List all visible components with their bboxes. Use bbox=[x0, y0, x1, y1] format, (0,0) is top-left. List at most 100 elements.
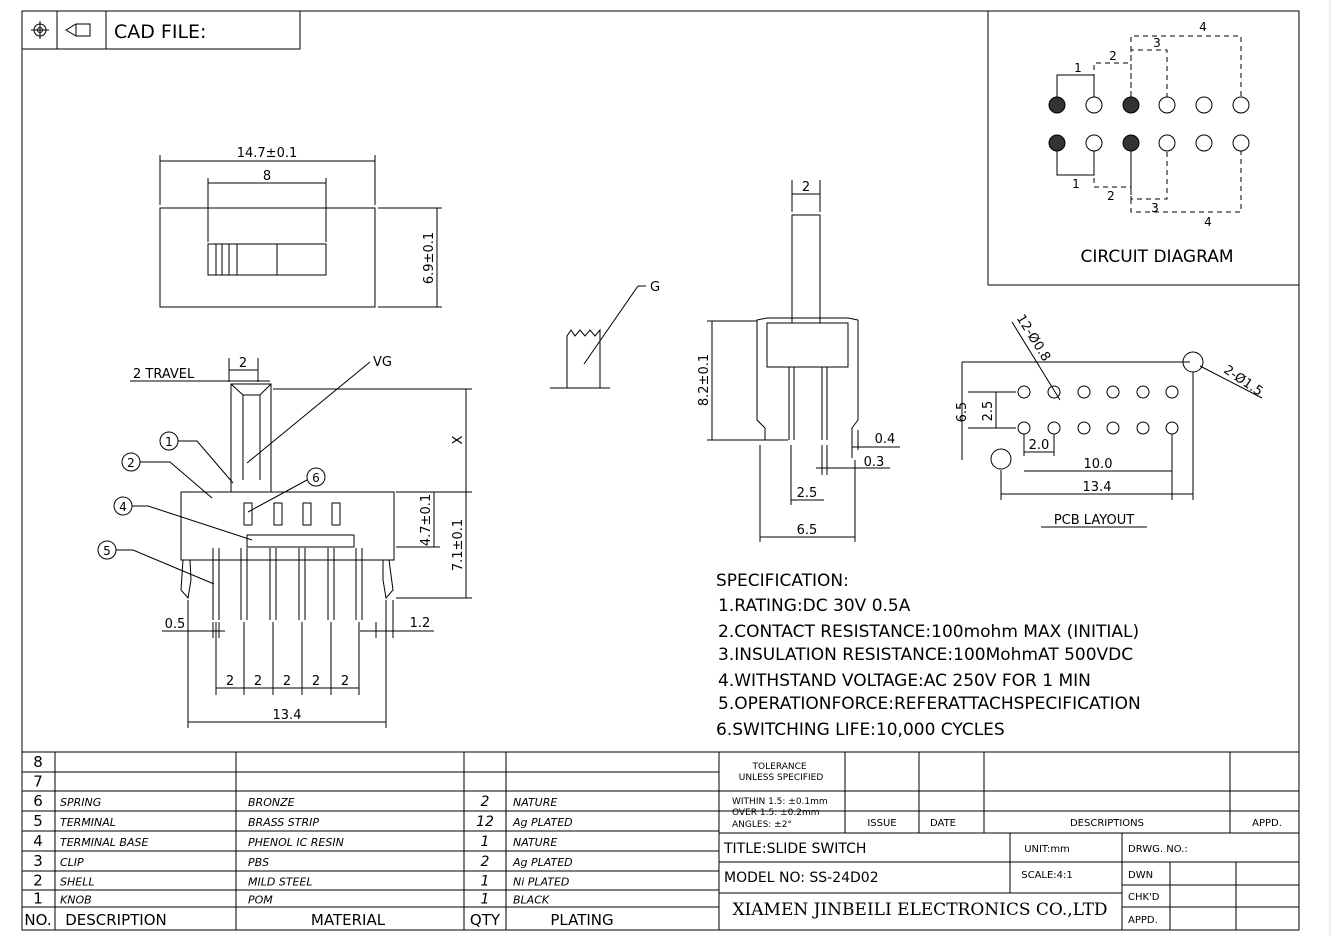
pitch-dim: 2 bbox=[341, 674, 349, 689]
tolerance-line: OVER 1.5: ±0.2mm bbox=[732, 808, 819, 818]
g-label: G bbox=[650, 280, 660, 295]
pcb-dim-10-0: 10.0 bbox=[1084, 457, 1113, 472]
title-block: TOLERANCE UNLESS SPECIFIED WITHIN 1.5: ±… bbox=[719, 752, 1299, 930]
bom-cell-desc: SPRING bbox=[60, 796, 101, 809]
bom-cell-material: PBS bbox=[248, 856, 269, 869]
tolerance-title: TOLERANCE UNLESS SPECIFIED bbox=[739, 762, 824, 783]
spec-item: 1.RATING:DC 30V 0.5A bbox=[718, 596, 911, 616]
travel-dim: 2 bbox=[239, 356, 247, 371]
pcb-holes-top bbox=[1017, 385, 1179, 399]
pcb-dim-2-0: 2.0 bbox=[1029, 438, 1050, 453]
pcb-dim-6-5: 6.5 bbox=[955, 402, 970, 423]
pcb-hole bbox=[1047, 421, 1061, 435]
scale-label: SCALE:4:1 bbox=[1021, 870, 1073, 881]
bom-cell-desc: CLIP bbox=[60, 856, 84, 869]
pole-label: 1 bbox=[1074, 61, 1082, 75]
cad-file-label: CAD FILE: bbox=[114, 21, 206, 43]
circuit-terminal bbox=[1158, 134, 1176, 152]
bom-cell-qty: 12 bbox=[476, 814, 494, 830]
pcb-dim-2-5: 2.5 bbox=[981, 401, 996, 422]
pcb-layout: 12-Ø0.8 2-Ø1.5 6.5 2.5 2.0 10.0 13.4 PCB… bbox=[955, 312, 1265, 528]
pcb-hole bbox=[1106, 421, 1120, 435]
pcb-hole bbox=[1165, 385, 1179, 399]
chkd-label: CHK'D bbox=[1128, 892, 1160, 903]
bom-cell-desc: SHELL bbox=[60, 876, 94, 889]
bom-cell-material: POM bbox=[248, 894, 273, 907]
circuit-diagram: 1 2 3 4 1 2 3 4 CIRCUIT DIAGRAM bbox=[987, 11, 1299, 286]
pcb-title: PCB LAYOUT bbox=[1054, 513, 1134, 528]
callout-4-text: 4 bbox=[119, 500, 127, 514]
spec-item: 4.WITHSTAND VOLTAGE:AC 250V FOR 1 MIN bbox=[718, 671, 1091, 691]
travel-label: 2 TRAVEL bbox=[133, 367, 195, 382]
cad-header: CAD FILE: bbox=[21, 10, 301, 50]
bom-cell-plating: Ni PLATED bbox=[513, 876, 569, 889]
pcb-hole bbox=[1047, 385, 1061, 399]
mount-dim-label: 2-Ø1.5 bbox=[1221, 363, 1266, 400]
bom-cell-plating: NATURE bbox=[513, 836, 557, 849]
callout-1-text: 1 bbox=[165, 435, 173, 449]
side-dim-0-3: 0.3 bbox=[864, 455, 885, 470]
pcb-hole bbox=[1165, 421, 1179, 435]
bom-cell-no: 2 bbox=[33, 872, 43, 890]
pitch-dim: 2 bbox=[283, 674, 291, 689]
appd2-label: APPD. bbox=[1128, 915, 1158, 926]
x-dim-label: X bbox=[451, 435, 466, 444]
callout-6 bbox=[306, 467, 326, 487]
projection-cone-icon bbox=[65, 23, 91, 37]
sheet-border bbox=[21, 10, 1300, 931]
bom-cell-desc: TERMINAL BASE bbox=[60, 836, 148, 849]
tolerance-title-1: TOLERANCE bbox=[752, 762, 807, 772]
spec-item: 6.SWITCHING LIFE:10,000 CYCLES bbox=[716, 720, 1005, 740]
side-view: 2 8.2±0.1 0.4 0.3 2.5 6.5 bbox=[697, 180, 900, 542]
side-dim-2-5: 2.5 bbox=[797, 486, 818, 501]
side-height-dim: 8.2±0.1 bbox=[697, 354, 712, 406]
pitch-dim: 2 bbox=[226, 674, 234, 689]
circuit-terminal bbox=[1085, 134, 1103, 152]
date-label: DATE bbox=[930, 818, 956, 829]
tolerance-title-2: UNLESS SPECIFIED bbox=[739, 773, 824, 783]
bom-cell-plating: BLACK bbox=[513, 894, 550, 907]
side-top-dim: 2 bbox=[802, 180, 810, 195]
bom-cell-no: 6 bbox=[33, 792, 43, 810]
g-detail: G bbox=[550, 280, 660, 389]
dim-4-7: 4.7±0.1 bbox=[419, 494, 434, 546]
drwg-no-label: DRWG. NO.: bbox=[1128, 844, 1188, 855]
bom-header-desc: DESCRIPTION bbox=[65, 911, 167, 929]
bom-cell-no: 7 bbox=[33, 773, 43, 791]
circuit-terminal bbox=[1085, 96, 1103, 114]
bom-cell-desc: KNOB bbox=[60, 894, 92, 907]
bom-cell-no: 4 bbox=[33, 832, 43, 850]
bom-cell-plating: Ag PLATED bbox=[512, 856, 573, 869]
callout-5-text: 5 bbox=[103, 544, 111, 558]
spec-heading: SPECIFICATION: bbox=[716, 571, 849, 591]
pcb-hole bbox=[1106, 385, 1120, 399]
dim-7-1: 7.1±0.1 bbox=[451, 519, 466, 571]
circuit-terminal bbox=[1122, 96, 1140, 114]
pcb-hole bbox=[1136, 421, 1150, 435]
vg-label: VG bbox=[373, 355, 392, 370]
side-dim-0-4: 0.4 bbox=[875, 432, 896, 447]
pole-label: 2 bbox=[1109, 49, 1117, 63]
pcb-holes-bottom bbox=[1017, 421, 1179, 435]
top-view: 14.7±0.1 8 6.9±0.1 bbox=[159, 146, 442, 308]
spec-item: 2.CONTACT RESISTANCE:100mohm MAX (INITIA… bbox=[718, 622, 1139, 642]
tolerance-line: ANGLES: ±2° bbox=[732, 820, 792, 830]
circuit-top-row bbox=[1048, 96, 1250, 114]
tolerance-line: WITHIN 1.5: ±0.1mm bbox=[732, 797, 828, 807]
bom-header-plating: PLATING bbox=[550, 911, 613, 929]
front-view: 2 2 TRAVEL VG X 4.7±0.1 7.1±0.1 0.5 1.2 … bbox=[97, 355, 472, 728]
pitch-dim: 2 bbox=[254, 674, 262, 689]
pcb-dim-13-4: 13.4 bbox=[1083, 480, 1112, 495]
bom-cell-no: 8 bbox=[33, 753, 43, 771]
bom-cell-qty: 1 bbox=[481, 834, 490, 850]
bom-cell-no: 1 bbox=[33, 890, 43, 908]
side-dim-6-5: 6.5 bbox=[797, 523, 818, 538]
pcb-hole bbox=[1017, 385, 1031, 399]
model-no: MODEL NO: SS-24D02 bbox=[724, 870, 879, 886]
pitch-dim: 2 bbox=[312, 674, 320, 689]
top-slot-dim: 8 bbox=[263, 169, 271, 184]
spec-item: 5.OPERATIONFORCE:REFERATTACHSPECIFICATIO… bbox=[718, 694, 1141, 714]
spec-item: 3.INSULATION RESISTANCE:100MohmAT 500VDC bbox=[718, 645, 1133, 665]
callout-6-text: 6 bbox=[312, 471, 320, 485]
